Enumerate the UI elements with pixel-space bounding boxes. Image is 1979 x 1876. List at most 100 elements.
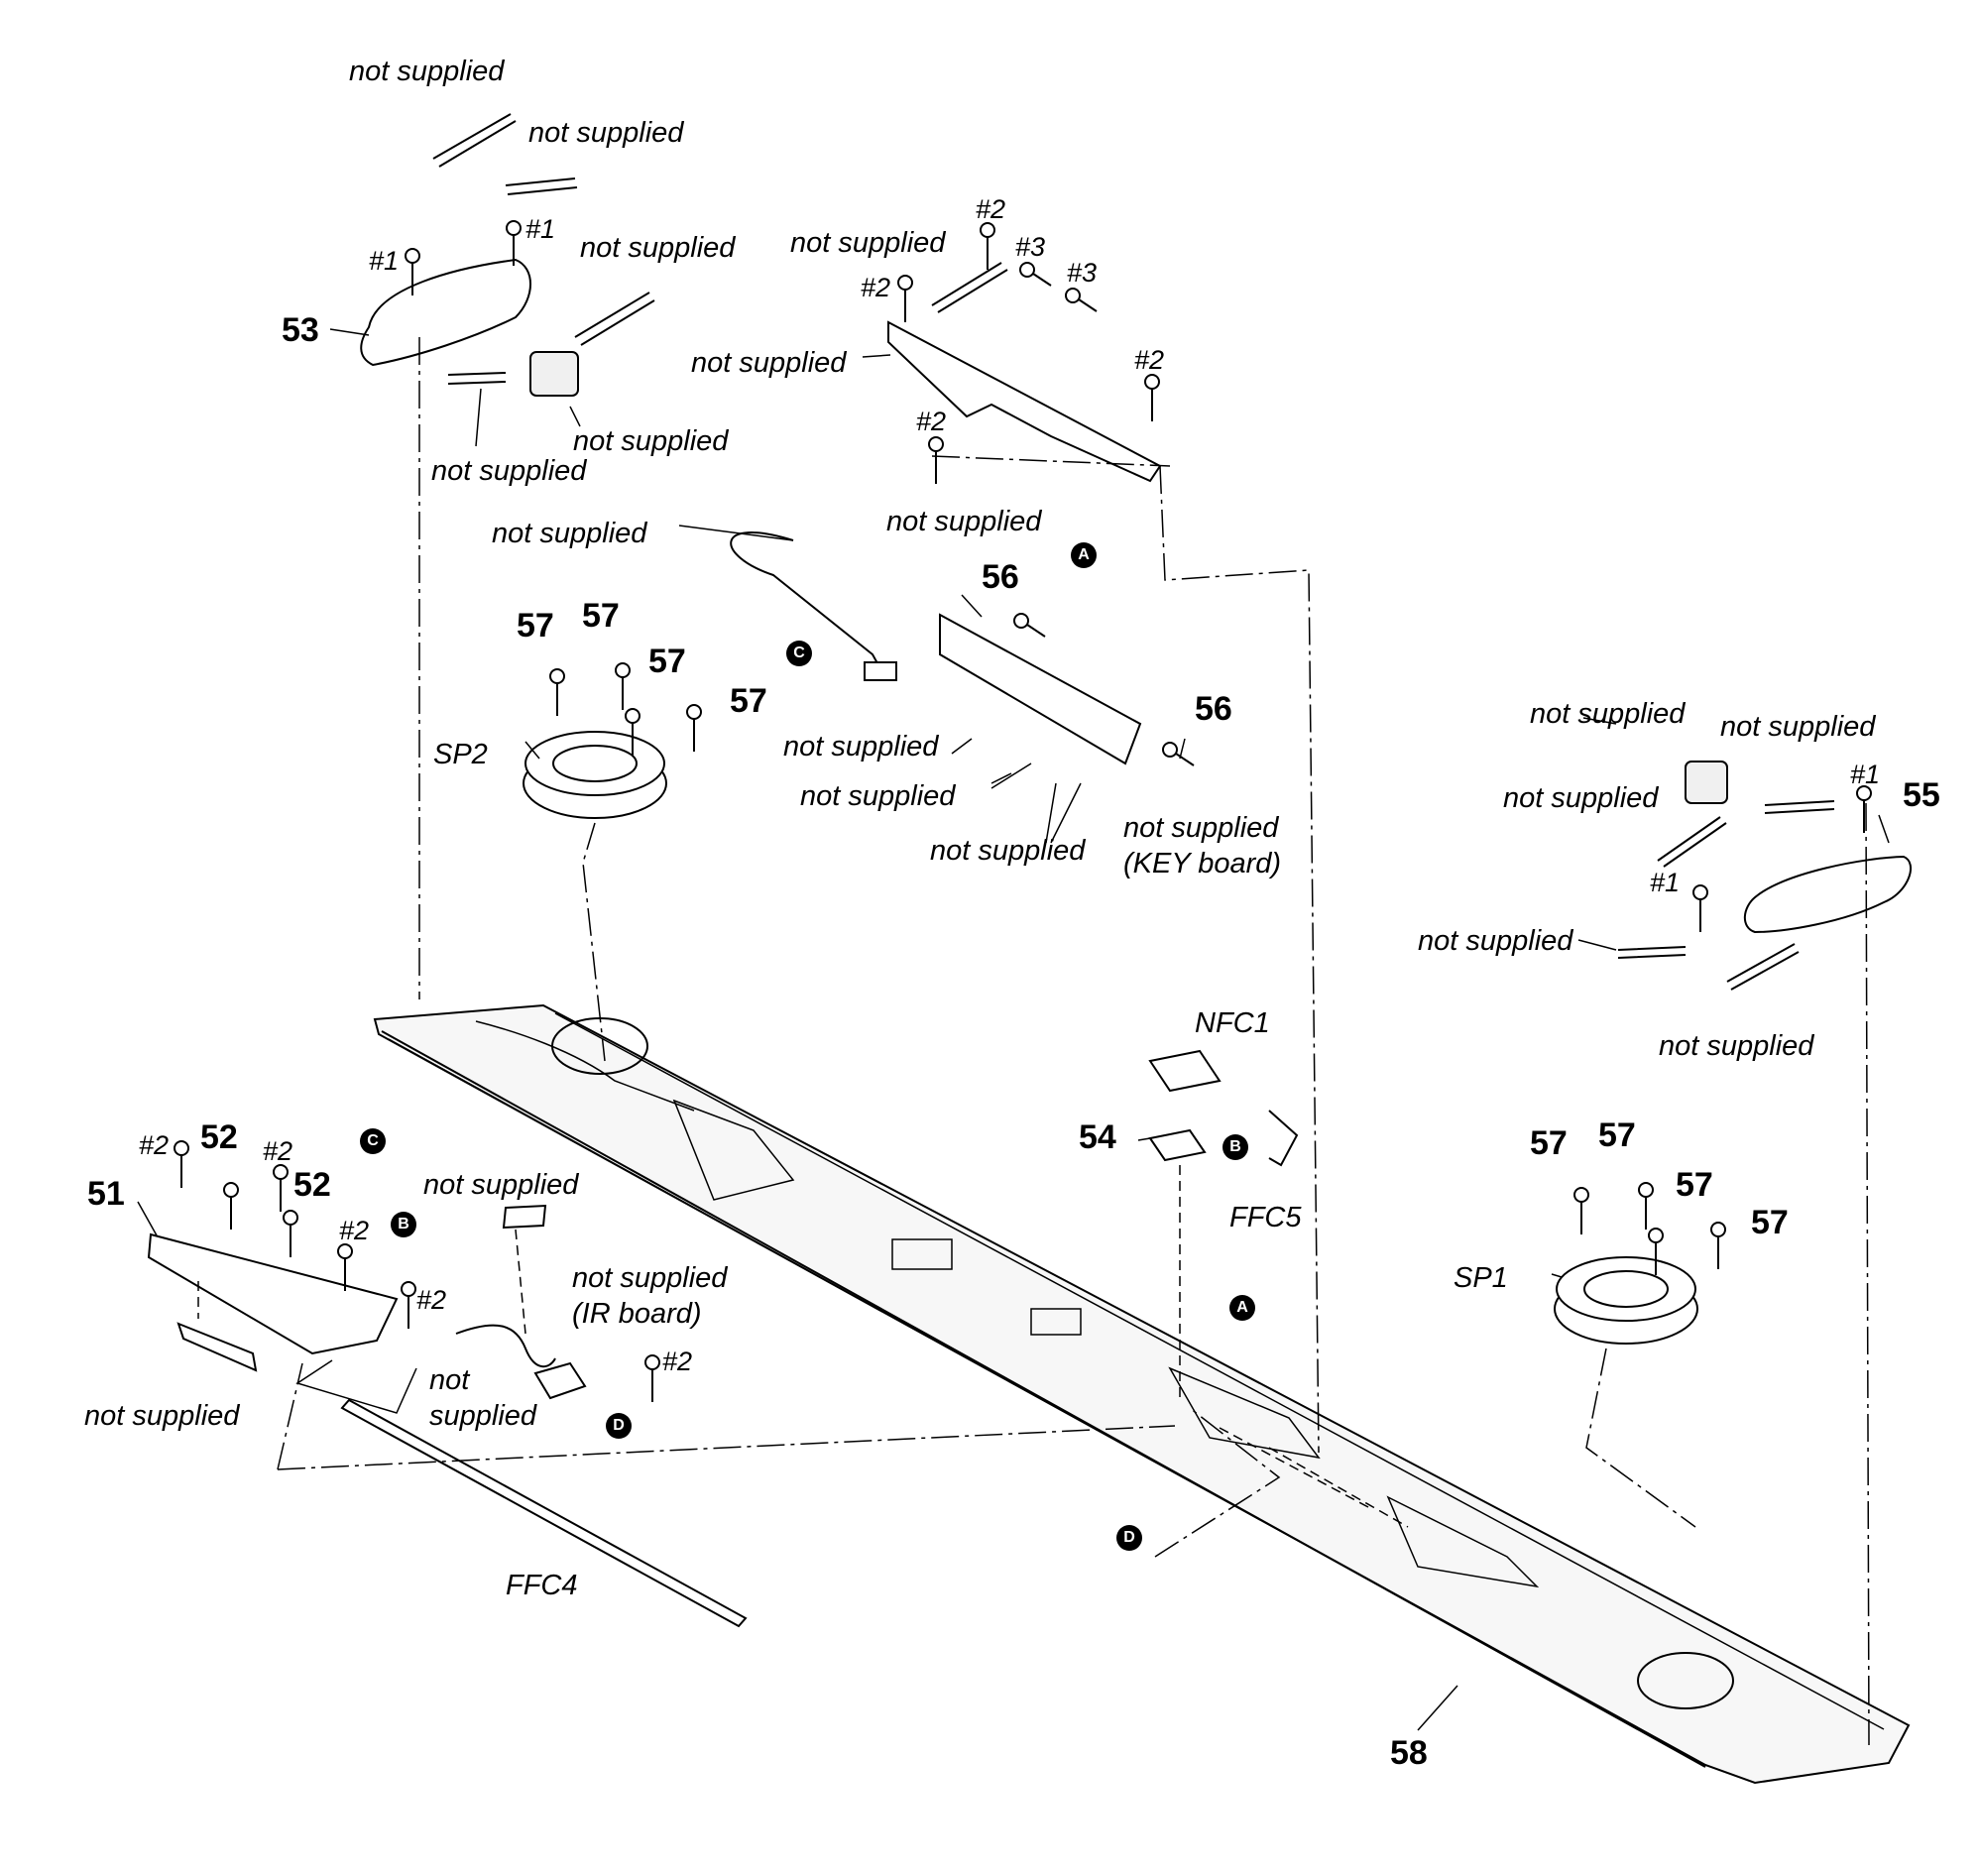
not-supplied-label: not supplied <box>84 1400 240 1432</box>
ref-marker-a: A <box>1071 542 1097 568</box>
screw-label-2: #2 <box>416 1285 447 1315</box>
supplied-label: supplied <box>429 1400 537 1432</box>
part-number-57: 57 <box>730 682 767 720</box>
screw-label-1: #1 <box>369 246 400 276</box>
not-supplied-label: not supplied <box>800 780 956 812</box>
not-supplied-label: not supplied <box>1659 1030 1814 1062</box>
not-supplied-label: not supplied <box>1530 698 1686 730</box>
part-number-57: 57 <box>1751 1204 1789 1241</box>
screw-icon <box>1692 884 1708 932</box>
screw-icon <box>1065 288 1098 312</box>
ref-marker-b: B <box>391 1212 416 1237</box>
screw-icon <box>273 1164 289 1212</box>
part-number-57: 57 <box>1598 1116 1636 1154</box>
not-supplied-label: not supplied <box>580 232 736 264</box>
screw-icon <box>1573 1187 1589 1234</box>
not-supplied-label: not supplied <box>492 518 647 549</box>
part-number-58: 58 <box>1390 1734 1428 1772</box>
not-supplied-label: not supplied <box>431 455 587 487</box>
sp1-label: SP1 <box>1454 1262 1508 1294</box>
ref-marker-b: B <box>1222 1134 1248 1160</box>
not-supplied-label: not supplied <box>528 117 684 149</box>
not-supplied-label: not supplied <box>573 425 729 457</box>
nfc1-label: NFC1 <box>1195 1007 1270 1039</box>
nfc1 <box>1148 1049 1299 1398</box>
screw-icon <box>401 1281 416 1329</box>
screw-icon <box>928 436 944 484</box>
part-number-54: 54 <box>1079 1118 1116 1156</box>
screw-icon <box>337 1243 353 1291</box>
screw-label-1: #1 <box>1850 760 1881 789</box>
screw-label-2: #2 <box>339 1216 370 1245</box>
screw-label-2: #2 <box>976 194 1006 224</box>
screw-icon <box>615 662 631 710</box>
screw-icon <box>897 275 913 322</box>
ir-board-label: (IR board) <box>572 1298 702 1330</box>
part-number-55: 55 <box>1903 776 1940 814</box>
screw-icon <box>1856 785 1872 833</box>
screw-label-2: #2 <box>916 407 947 436</box>
key-board <box>730 465 1320 1454</box>
part-number-57: 57 <box>1676 1166 1713 1204</box>
part-number-57: 57 <box>648 643 686 680</box>
screw-label-2: #2 <box>662 1347 693 1376</box>
not-supplied-label: not supplied <box>1720 711 1876 743</box>
screw-icon <box>1144 374 1160 421</box>
screw-label-1: #1 <box>1650 868 1681 897</box>
not-supplied-label: not supplied <box>886 506 1042 537</box>
screw-icon <box>980 222 995 270</box>
screw-icon <box>405 248 420 295</box>
screw-label-2: #2 <box>139 1130 170 1160</box>
screw-icon <box>1162 742 1195 766</box>
ffc4-label: FFC4 <box>506 1570 578 1601</box>
not-supplied-label: not supplied <box>790 227 946 259</box>
part-number-51: 51 <box>87 1175 125 1213</box>
not-supplied-label: not supplied <box>783 731 939 762</box>
screw-icon <box>506 220 522 266</box>
screw-icon <box>174 1140 189 1188</box>
part-number-52: 52 <box>200 1118 238 1156</box>
part-number-56: 56 <box>982 558 1019 596</box>
screw-icon <box>1648 1228 1664 1275</box>
screw-icon <box>1638 1182 1654 1230</box>
screw-label-2: #2 <box>861 273 891 302</box>
ffc5-label: FFC5 <box>1229 1202 1302 1233</box>
speaker-sp2 <box>523 731 667 1062</box>
screw-label-3: #3 <box>1015 232 1046 262</box>
part-number-57: 57 <box>1530 1124 1568 1162</box>
part-number-52: 52 <box>293 1166 331 1204</box>
part-number-53: 53 <box>282 311 319 349</box>
not-supplied-label: not supplied <box>930 835 1086 867</box>
screw-icon <box>549 668 565 716</box>
part-53-board <box>360 113 655 999</box>
not-label: not <box>429 1364 470 1396</box>
not-supplied-label: not supplied <box>423 1169 579 1201</box>
part-number-57: 57 <box>517 607 554 645</box>
screw-icon <box>283 1210 298 1257</box>
ir-board <box>455 1204 587 1400</box>
screw-label-1: #1 <box>525 214 556 244</box>
not-supplied-ir-board-label: not supplied <box>572 1262 728 1294</box>
screw-icon <box>1019 262 1052 287</box>
not-supplied-label: not supplied <box>1418 925 1573 957</box>
key-board-label: (KEY board) <box>1123 848 1282 879</box>
not-supplied-label: not supplied <box>691 347 847 379</box>
screw-label-2: #2 <box>1134 345 1165 375</box>
ref-marker-d: D <box>606 1413 632 1439</box>
screw-icon <box>644 1354 660 1402</box>
screw-icon <box>223 1182 239 1230</box>
not-supplied-label: not supplied <box>1503 782 1659 814</box>
screw-icon <box>625 708 640 756</box>
part-number-56: 56 <box>1195 690 1232 728</box>
ref-marker-c: C <box>360 1128 386 1154</box>
ref-marker-c: C <box>786 641 812 666</box>
screw-label-3: #3 <box>1067 258 1098 288</box>
bottom-cabinet <box>373 1003 1911 1785</box>
not-supplied-key-board-label: not supplied <box>1123 812 1279 844</box>
screw-icon <box>1710 1222 1726 1269</box>
screw-label-2: #2 <box>263 1136 293 1166</box>
sp2-label: SP2 <box>433 739 488 770</box>
not-supplied-label: not supplied <box>349 56 505 87</box>
part-number-57: 57 <box>582 597 620 635</box>
